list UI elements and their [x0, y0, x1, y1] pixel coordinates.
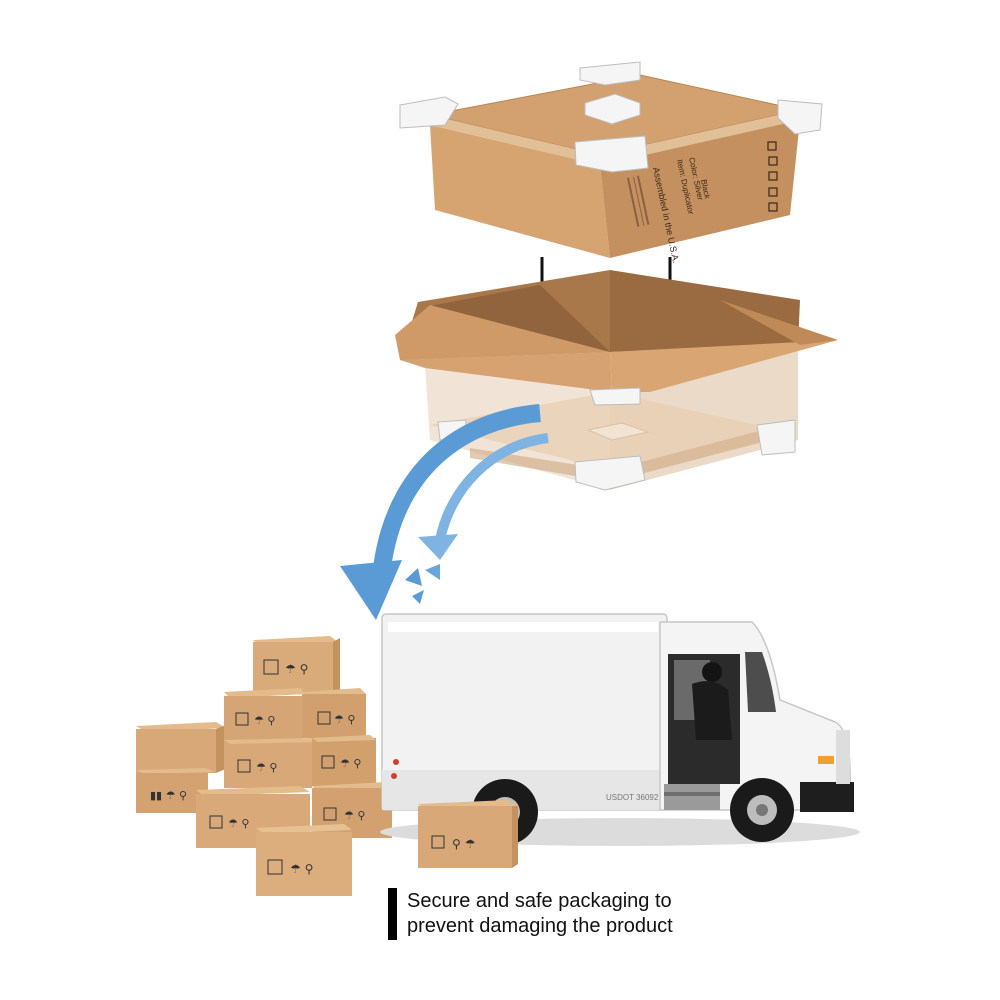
- open-shipping-box: [395, 270, 838, 491]
- svg-text:☂ ⚲: ☂ ⚲: [285, 662, 308, 676]
- box-front-of-truck: ⚲ ☂: [418, 800, 518, 868]
- svg-text:☂ ⚲: ☂ ⚲: [290, 862, 313, 876]
- caption-text: Secure and safe packaging to prevent dam…: [407, 888, 673, 940]
- svg-text:⚲ ☂: ⚲ ☂: [452, 837, 476, 851]
- svg-text:☂ ⚲: ☂ ⚲: [256, 761, 277, 774]
- svg-text:☂ ⚲: ☂ ⚲: [334, 713, 355, 726]
- svg-text:☂ ⚲: ☂ ⚲: [254, 714, 275, 727]
- foam-corner-protectors: [399, 61, 823, 173]
- handling-icons: [767, 141, 778, 212]
- sealed-product-box: Assembled in the U.S.A. Item: Duplicator…: [399, 61, 823, 264]
- caption-line-1: Secure and safe packaging to: [407, 890, 672, 912]
- svg-text:☂ ⚲: ☂ ⚲: [228, 817, 249, 830]
- transfer-arrow-icons: [340, 404, 549, 620]
- svg-text:☂ ⚲: ☂ ⚲: [340, 757, 361, 770]
- caption: Secure and safe packaging to prevent dam…: [388, 888, 673, 940]
- caption-line-2: prevent damaging the product: [407, 915, 673, 937]
- svg-text:▮▮ ☂ ⚲: ▮▮ ☂ ⚲: [150, 789, 187, 802]
- box-black-label: Black: [699, 179, 712, 201]
- box-stack: ▮▮ ☂ ⚲ ☂ ⚲ ☂ ⚲ ☂ ⚲ ☂ ⚲: [136, 636, 392, 896]
- truck-usdot-label: USDOT 36092: [606, 793, 659, 802]
- caption-accent-bar: [388, 888, 397, 940]
- svg-text:☂ ⚲: ☂ ⚲: [344, 809, 365, 822]
